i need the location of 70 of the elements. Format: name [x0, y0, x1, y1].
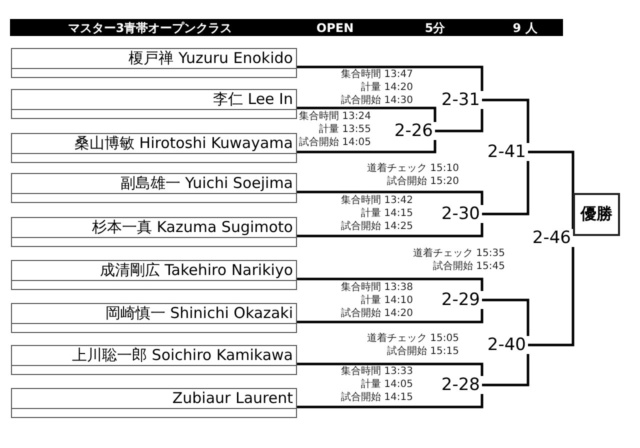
schedule-time: 試合開始 14:25 [341, 220, 413, 233]
bracket-line [297, 106, 436, 122]
schedule-time: 集合時間 13:33 [341, 365, 413, 378]
schedule-time: 試合開始 15:20 [386, 175, 459, 188]
competitor-name: 副島雄一 Yuichi Soejima [120, 174, 293, 193]
competitor-box [11, 345, 297, 375]
match-number: 2-31 [441, 90, 481, 110]
schedule-time: 試合開始 15:15 [386, 345, 459, 358]
champion-box [573, 193, 620, 236]
competitor-box [11, 48, 297, 78]
schedule-time: 試合開始 14:20 [341, 307, 413, 320]
schedule-time: 試合開始 15:45 [432, 260, 505, 273]
schedule-time: 計量 14:20 [360, 81, 413, 94]
match-number: 2-28 [441, 375, 481, 395]
bracket-line [297, 394, 484, 408]
bracket-line [482, 98, 530, 143]
schedule-time: 集合時間 13:24 [299, 110, 371, 123]
title-text: OPEN [316, 20, 354, 36]
schedule-time: 道着チェック 15:05 [367, 332, 459, 345]
match-number: 2-46 [532, 228, 572, 248]
title-bar [10, 19, 563, 36]
bracket-line [297, 223, 484, 238]
competitor-name: 岡崎慎一 Shinichi Okazaki [105, 304, 293, 323]
bracket-line [297, 66, 484, 91]
bracket-line [297, 278, 484, 291]
schedule-time: 計量 13:55 [318, 123, 371, 136]
competitor-name: 榎戸禅 Yuzuru Enokido [128, 49, 293, 68]
match-number: 2-40 [487, 335, 527, 355]
schedule-time: 試合開始 14:15 [341, 391, 413, 404]
schedule-time: 計量 14:05 [360, 378, 413, 391]
match-number: 2-41 [487, 142, 527, 162]
competitor-name: Zubiaur Laurent [172, 389, 293, 408]
competitor-box [11, 303, 297, 333]
bracket-line [482, 298, 530, 336]
champion-label: 優勝 [580, 204, 612, 225]
competitor-name: 上川聡一郎 Soichiro Kamikawa [72, 346, 293, 365]
competitor-name: 李仁 Lee In [212, 90, 293, 109]
competitor-name: 成清剛広 Takehiro Narikiyo [100, 261, 293, 280]
competitor-box [11, 217, 297, 247]
competitor-box [11, 173, 297, 203]
schedule-time: 計量 14:15 [360, 207, 413, 220]
schedule-time: 試合開始 14:05 [299, 136, 371, 149]
schedule-time: 集合時間 13:42 [341, 194, 413, 207]
competitor-name: 桑山博敏 Hirotoshi Kuwayama [74, 134, 293, 153]
match-number: 2-26 [394, 121, 434, 141]
competitor-box [11, 260, 297, 290]
title-text: 5分 [424, 20, 446, 36]
bracket-line [482, 161, 530, 216]
bracket-line [297, 362, 484, 376]
competitor-box [11, 89, 297, 119]
schedule-time: 試合開始 14:30 [341, 94, 413, 107]
bracket-line [528, 247, 574, 346]
competitor-box [11, 133, 297, 163]
bracket-line [435, 109, 484, 132]
match-number: 2-29 [441, 290, 481, 310]
schedule-time: 集合時間 13:47 [341, 68, 413, 81]
competitor-box [11, 388, 297, 418]
title-text: マスター3青帯オープンクラス [68, 20, 232, 36]
match-number: 2-30 [441, 204, 481, 224]
bracket-line [482, 354, 530, 386]
bracket-line [297, 190, 484, 205]
title-text: 9 人 [512, 20, 538, 36]
bracket-line [297, 309, 484, 324]
competitor-name: 杉本一真 Kazuma Sugimoto [92, 218, 293, 237]
schedule-time: 集合時間 13:38 [341, 281, 413, 294]
schedule-time: 道着チェック 15:10 [367, 162, 459, 175]
bracket-line [528, 150, 574, 229]
bracket-line [297, 140, 436, 154]
schedule-time: 計量 14:10 [360, 294, 413, 307]
schedule-time: 道着チェック 15:35 [413, 247, 505, 260]
